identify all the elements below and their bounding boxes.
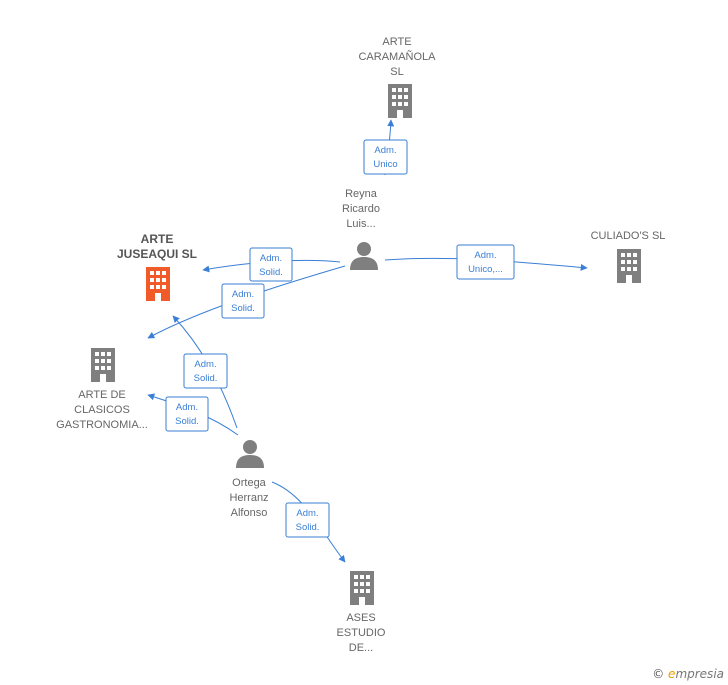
edge-label-line: Adm.	[296, 508, 318, 519]
building-icon	[91, 348, 115, 382]
node-arte-clasicos[interactable]: ARTE DE CLASICOS GASTRONOMIA...	[56, 348, 148, 431]
node-label-line: Alfonso	[231, 507, 268, 519]
edge-label-ortega-juseaqui[interactable]: Adm. Solid.	[183, 353, 228, 389]
node-ases-estudio[interactable]: ASES ESTUDIO DE...	[337, 571, 386, 654]
node-ortega[interactable]: Ortega Herranz Alfonso	[229, 440, 269, 519]
edge-label-line: Adm.	[176, 402, 198, 413]
node-label-line: CLASICOS	[74, 404, 130, 416]
edge-label-line: Adm.	[232, 289, 254, 300]
node-reyna[interactable]: Reyna Ricardo Luis...	[342, 188, 380, 270]
node-label-line: ARTE	[382, 36, 411, 48]
brand-logo-text: mpresia	[675, 667, 724, 681]
edge-label-reyna-culiados[interactable]: Adm. Unico,...	[456, 244, 515, 280]
node-label-line: Reyna	[345, 188, 378, 200]
edge-label-line: Solid.	[194, 373, 218, 384]
edge-label-reyna-clasicos[interactable]: Adm. Solid.	[221, 283, 265, 319]
edge-label-line: Adm.	[374, 145, 396, 156]
edge-label-line: Adm.	[474, 250, 496, 261]
node-arte-juseaqui[interactable]: ARTE JUSEAQUI SL	[117, 232, 197, 301]
node-label-line: CULIADO'S SL	[591, 230, 666, 242]
node-label-line: GASTRONOMIA...	[56, 419, 148, 431]
node-label-line: Ricardo	[342, 203, 380, 215]
node-label-line: JUSEAQUI SL	[117, 247, 197, 261]
person-icon	[350, 242, 378, 270]
edge-label-reyna-caramanola[interactable]: Adm. Unico	[363, 139, 408, 175]
copyright-symbol: ©	[652, 667, 665, 681]
building-icon	[617, 249, 641, 283]
node-arte-caramanola[interactable]: ARTE CARAMAÑOLA SL	[358, 36, 436, 118]
node-label-line: CARAMAÑOLA	[358, 50, 436, 63]
edge-label-line: Solid.	[175, 416, 199, 427]
node-label-line: ESTUDIO	[337, 627, 386, 639]
node-label-line: Herranz	[229, 492, 268, 504]
node-label-line: Luis...	[346, 218, 375, 230]
person-icon	[236, 440, 264, 468]
edge-label-line: Adm.	[194, 359, 216, 370]
building-icon	[388, 84, 412, 118]
node-label-line: DE...	[349, 642, 373, 654]
footer-brand: © empresia	[652, 667, 724, 681]
edge-label-reyna-juseaqui[interactable]: Adm. Solid.	[249, 247, 293, 282]
edge-label-line: Unico,...	[468, 264, 503, 275]
node-label-line: ARTE	[141, 232, 174, 246]
node-culiados[interactable]: CULIADO'S SL	[591, 230, 666, 283]
edge-label-line: Unico	[373, 159, 397, 170]
edge-label-line: Solid.	[231, 303, 255, 314]
edge-lines	[147, 119, 588, 563]
edge-label-ortega-clasicos[interactable]: Adm. Solid.	[165, 396, 209, 432]
node-label-line: Ortega	[232, 477, 267, 489]
node-label-line: ASES	[346, 612, 375, 624]
edge-label-line: Solid.	[259, 267, 283, 278]
edge-label-line: Adm.	[260, 253, 282, 264]
building-icon	[146, 267, 170, 301]
brand-logo-initial: e	[668, 667, 676, 681]
building-icon	[350, 571, 374, 605]
edge-label-ortega-ases[interactable]: Adm. Solid.	[285, 502, 330, 538]
node-label-line: ARTE DE	[78, 389, 125, 401]
node-label-line: SL	[390, 66, 403, 78]
edge-label-line: Solid.	[296, 522, 320, 533]
